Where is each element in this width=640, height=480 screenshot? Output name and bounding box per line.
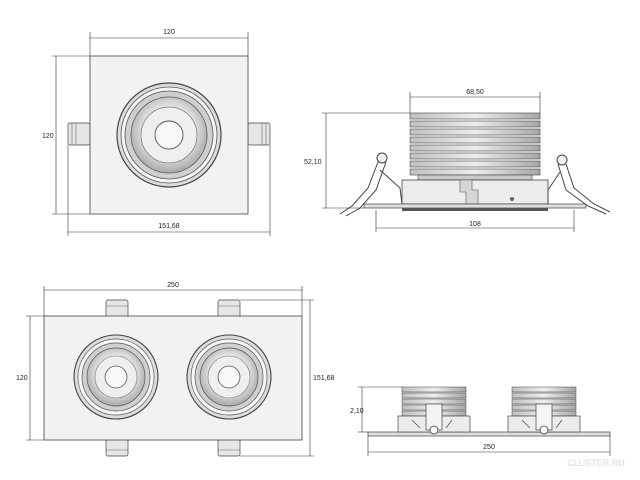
dimension-double-base: 250: [367, 436, 611, 456]
left-spring-clip: [339, 152, 403, 217]
double-top-view: 250 120 151,68: [16, 282, 335, 457]
single-top-view: 120 120 151,68: [42, 29, 271, 236]
label-double-height: 120: [16, 375, 28, 382]
heatsink-fins: [409, 112, 541, 181]
dimension-side-height: 52,10: [304, 112, 410, 209]
label-clip-span: 151,68: [158, 223, 180, 230]
lens-assembly: [116, 82, 222, 188]
dimension-base: 108: [375, 210, 575, 232]
label-double-clip-span: 151,68: [313, 375, 335, 382]
flange-plate: [363, 203, 587, 209]
dimension-double-height: 120: [16, 315, 44, 441]
label-base: 108: [469, 221, 481, 228]
side-module-right: [507, 386, 581, 435]
bottom-clips: [105, 437, 241, 457]
dimension-double-clip-span: 151,68: [240, 299, 335, 457]
side-module-left: [397, 386, 471, 435]
label-fin-width: 68,50: [466, 89, 484, 96]
lens-assembly-right: [186, 334, 272, 420]
dimension-double-side-height: 2,10: [350, 386, 402, 433]
top-clips: [105, 299, 241, 319]
lens-assembly-left: [73, 334, 159, 420]
right-spring-clip: [547, 154, 611, 215]
label-double-width: 250: [167, 282, 179, 289]
right-clip: [247, 122, 271, 146]
dimension-height-left: 120: [42, 55, 90, 215]
label-side-height: 52,10: [304, 159, 322, 166]
dimension-double-width: 250: [43, 282, 303, 316]
left-clip: [67, 122, 91, 146]
label-double-base: 250: [483, 444, 495, 451]
label-width: 120: [163, 29, 175, 36]
dimension-width-top: 120: [89, 29, 249, 56]
double-flange: [367, 431, 611, 437]
double-side-view: 2,10 250: [350, 386, 611, 456]
single-side-view: 68,50 52,10 108: [304, 89, 611, 232]
label-height: 120: [42, 133, 54, 140]
dimension-fin-width: 68,50: [409, 89, 541, 113]
label-double-side-height: 2,10: [350, 408, 364, 415]
watermark: CLUSTER.RU: [567, 458, 625, 468]
dimension-clip-span: 151,68: [67, 145, 271, 236]
